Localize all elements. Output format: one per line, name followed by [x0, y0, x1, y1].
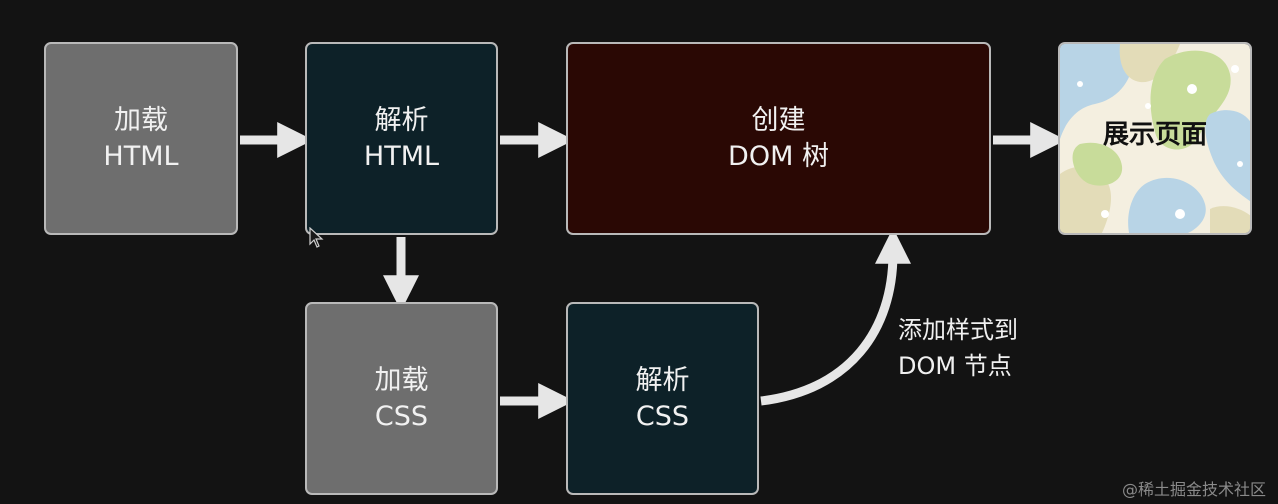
create-dom-box: 创建 DOM 树: [566, 42, 991, 235]
display-page-box: 展示页面: [1058, 42, 1252, 235]
annotation-line1: 添加样式到: [898, 316, 1018, 344]
parse-css-label-line2: CSS: [635, 400, 690, 432]
load-html-box: 加载 HTML: [44, 42, 238, 235]
load-css-label-line2: CSS: [374, 400, 429, 432]
load-html-label-line1: 加载: [114, 104, 168, 136]
parse-html-label-line2: HTML: [363, 140, 440, 172]
parse-css-label-line1: 解析: [635, 364, 690, 396]
mouse-cursor-icon: [309, 227, 324, 248]
load-css-box: 加载 CSS: [305, 302, 498, 495]
create-dom-label-line1: 创建: [751, 104, 806, 136]
parse-html-label-line1: 解析: [374, 104, 429, 136]
arrow-parse-css-to-create-dom: [760, 227, 911, 406]
decorative-page-background: [1060, 44, 1250, 233]
annotation-line2: DOM 节点: [898, 352, 1012, 380]
parse-html-box: 解析 HTML: [305, 42, 498, 235]
parse-css-box: 解析 CSS: [566, 302, 759, 495]
load-html-label-line2: HTML: [103, 140, 179, 172]
load-css-label-line1: 加载: [374, 364, 429, 396]
create-dom-label-line2: DOM 树: [728, 140, 829, 172]
watermark: @稀土掘金技术社区: [1121, 480, 1266, 499]
display-page-label: 展示页面: [1102, 119, 1207, 150]
add-styles-annotation: 添加样式到 DOM 节点: [898, 312, 1018, 384]
